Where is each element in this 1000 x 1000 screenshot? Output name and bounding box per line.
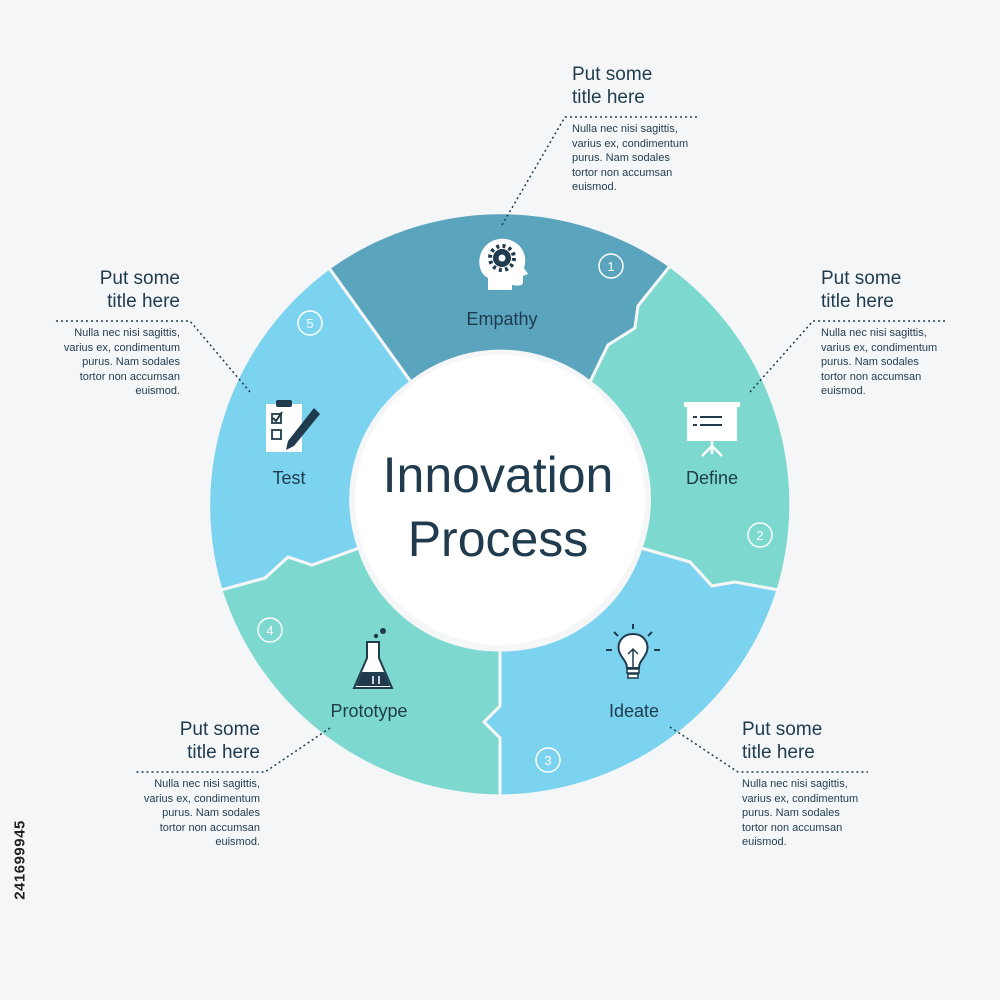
svg-text:2: 2: [756, 528, 763, 543]
callout-title: Put some title here: [572, 64, 653, 108]
stock-id-label: 241699945: [10, 760, 30, 960]
callout-title: Put some title here: [742, 719, 823, 763]
checklist-pencil-icon: [266, 400, 320, 452]
segment-label-test: Test: [272, 468, 305, 488]
number-badge-2: 2: [747, 522, 773, 548]
callout-prototype: Put some title here Nulla nec nisi sagit…: [100, 718, 260, 850]
callout-test: Put some title here Nulla nec nisi sagit…: [20, 267, 180, 399]
svg-text:5: 5: [306, 316, 313, 331]
segment-test[interactable]: [207, 265, 414, 592]
callout-body: Nulla nec nisi sagittis, varius ex, cond…: [742, 778, 859, 848]
svg-text:3: 3: [544, 753, 551, 768]
flask-icon: [352, 628, 394, 689]
callout-body: Nulla nec nisi sagittis, varius ex, cond…: [572, 123, 689, 193]
stock-id-text: 241699945: [11, 820, 29, 900]
head-gear-icon: [479, 238, 528, 290]
leader-line-ideate: [669, 726, 868, 773]
number-badge-3: 3: [535, 747, 561, 773]
segment-label-empathy: Empathy: [466, 309, 537, 329]
leader-lines: [55, 116, 945, 773]
callout-body: Nulla nec nisi sagittis, varius ex, cond…: [63, 327, 180, 397]
segment-label-prototype: Prototype: [330, 701, 407, 721]
center-circle: [355, 355, 645, 645]
segment-label-define: Define: [686, 468, 738, 488]
callout-ideate: Put some title here Nulla nec nisi sagit…: [742, 718, 858, 850]
callout-empathy: Put some title here Nulla nec nisi sagit…: [572, 63, 688, 195]
lightbulb-icon: [606, 624, 660, 679]
center-title-line1: Innovation: [383, 447, 614, 503]
callout-title: Put some title here: [179, 719, 260, 763]
number-badge-1: 1: [598, 253, 624, 279]
leader-line-define: [749, 320, 945, 393]
leader-line-prototype: [135, 727, 331, 773]
leader-line-empathy: [501, 116, 700, 226]
number-badge-4: 4: [257, 617, 283, 643]
svg-text:1: 1: [607, 259, 614, 274]
center-title-line2: Process: [408, 511, 589, 567]
presentation-board-icon: [684, 402, 740, 457]
callout-title: Put some title here: [99, 268, 180, 312]
segment-label-ideate: Ideate: [609, 701, 659, 721]
callout-body: Nulla nec nisi sagittis, varius ex, cond…: [821, 327, 938, 397]
callout-define: Put some title here Nulla nec nisi sagit…: [821, 267, 937, 399]
leader-line-test: [55, 320, 251, 393]
callout-title: Put some title here: [821, 268, 902, 312]
number-badge-5: 5: [297, 310, 323, 336]
svg-text:4: 4: [266, 623, 273, 638]
callout-body: Nulla nec nisi sagittis, varius ex, cond…: [143, 778, 260, 848]
